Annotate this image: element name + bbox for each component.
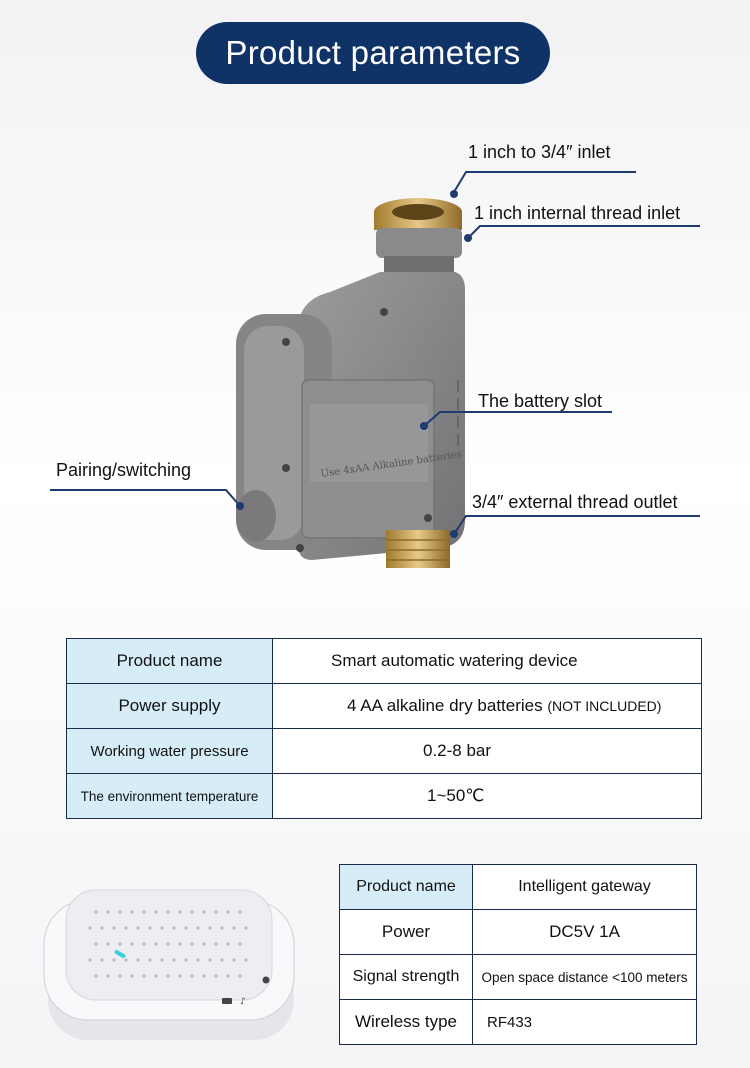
table-row: Signal strength Open space distance <100… bbox=[339, 954, 697, 1000]
callout-line-internal-thread bbox=[467, 225, 700, 239]
row-value: DC5V 1A bbox=[472, 909, 697, 955]
annotation-inlet: 1 inch to 3/4″ inlet bbox=[468, 142, 611, 162]
row-label: Wireless type bbox=[339, 999, 473, 1045]
table-row: Power supply 4 AA alkaline dry batteries… bbox=[66, 683, 702, 729]
row-value: RF433 bbox=[472, 999, 697, 1045]
grey-coupling-nut bbox=[376, 228, 462, 258]
callout-line-pairing bbox=[50, 489, 241, 507]
callout-line-inlet bbox=[453, 171, 636, 193]
callout-line-battery bbox=[423, 411, 612, 427]
svg-text:♪: ♪ bbox=[240, 997, 246, 1007]
row-value: Intelligent gateway bbox=[472, 864, 697, 910]
callout-line-outlet bbox=[453, 515, 700, 535]
page-title: Product parameters bbox=[196, 22, 550, 84]
row-label: Power bbox=[339, 909, 473, 955]
row-value-cell: 4 AA alkaline dry batteries (NOT INCLUDE… bbox=[272, 683, 702, 729]
row-value: 1~50℃ bbox=[272, 773, 702, 819]
row-label: Working water pressure bbox=[66, 728, 273, 774]
device-spec-table: Product name Smart automatic watering de… bbox=[66, 638, 702, 819]
gateway-port-icons: ♪ bbox=[222, 976, 270, 1007]
row-value-note: (NOT INCLUDED) bbox=[547, 698, 662, 714]
brass-outlet bbox=[386, 530, 450, 568]
table-row: The environment temperature 1~50℃ bbox=[66, 773, 702, 819]
row-value: 4 AA alkaline dry batteries bbox=[347, 696, 543, 715]
table-row: Product name Smart automatic watering de… bbox=[66, 638, 702, 684]
gateway-led-icon bbox=[114, 950, 126, 958]
annotation-outlet: 3/4″ external thread outlet bbox=[472, 492, 678, 512]
annotation-pairing: Pairing/switching bbox=[56, 460, 192, 480]
gateway-illustration: ♪ bbox=[43, 889, 295, 1040]
row-label: Product name bbox=[66, 638, 273, 684]
annotation-battery-slot: The battery slot bbox=[478, 391, 603, 411]
table-row: Working water pressure 0.2-8 bar bbox=[66, 728, 702, 774]
table-row: Wireless type RF433 bbox=[339, 999, 697, 1045]
table-row: Product name Intelligent gateway bbox=[339, 864, 697, 910]
pairing-button bbox=[236, 490, 276, 542]
row-label: Power supply bbox=[66, 683, 273, 729]
brass-inlet-body bbox=[374, 212, 462, 230]
row-label: Signal strength bbox=[339, 954, 473, 1000]
row-label: Product name bbox=[339, 864, 473, 910]
watering-device-illustration: Use 4xAA Alkaline batteries bbox=[50, 171, 700, 568]
table-row: Power DC5V 1A bbox=[339, 909, 697, 955]
annotation-internal-thread: 1 inch internal thread inlet bbox=[474, 203, 681, 223]
row-value: 0.2-8 bar bbox=[272, 728, 702, 774]
row-value: Open space distance <100 meters bbox=[472, 954, 697, 1000]
row-value: Smart automatic watering device bbox=[272, 638, 702, 684]
gateway-spec-table: Product name Intelligent gateway Power D… bbox=[339, 864, 697, 1045]
row-label: The environment temperature bbox=[66, 773, 273, 819]
